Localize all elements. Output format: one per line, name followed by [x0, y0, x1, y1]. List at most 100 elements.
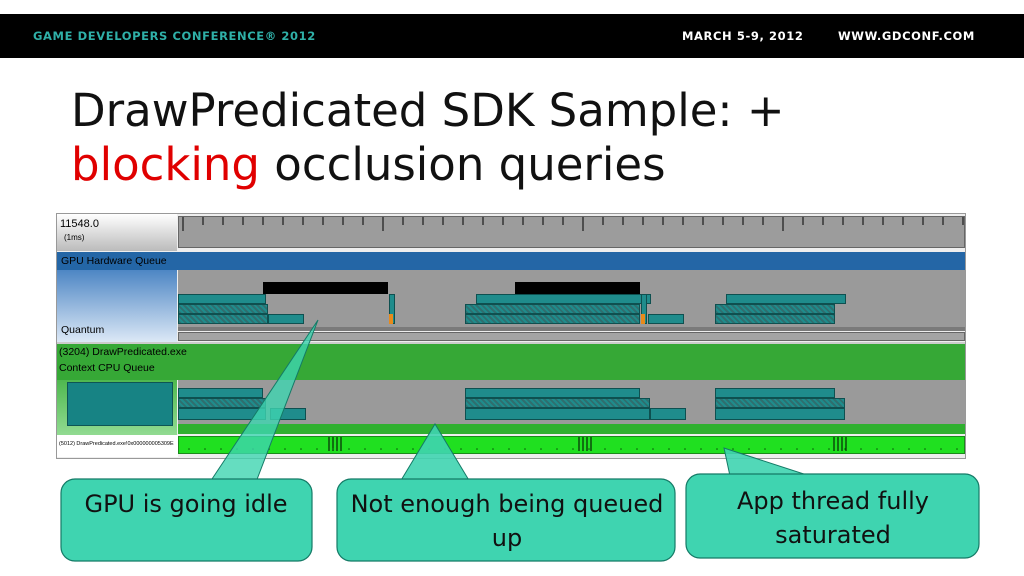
thread-sample-dot — [940, 448, 942, 450]
gpu-black-packet[interactable] — [515, 282, 640, 294]
gpu-packet-hatched[interactable] — [178, 314, 268, 324]
thread-sample-dot — [508, 448, 510, 450]
cpu-packet[interactable] — [465, 388, 640, 398]
thread-sample-dot — [492, 448, 494, 450]
thread-sample-dot — [588, 448, 590, 450]
gpu-packet[interactable] — [476, 294, 651, 304]
context-label: Context CPU Queue — [59, 362, 155, 374]
thread-sample-dot — [844, 448, 846, 450]
thread-sample-dot — [460, 448, 462, 450]
thread-sample-dot — [652, 448, 654, 450]
slide-title: DrawPredicated SDK Sample: + blocking oc… — [71, 84, 971, 192]
thread-sample-dot — [540, 448, 542, 450]
gpu-queue-header: GPU Hardware Queue — [57, 252, 965, 270]
cpu-packet[interactable] — [715, 388, 835, 398]
process-label: (3204) DrawPredicated.exe — [59, 346, 187, 358]
gpu-orange-packet[interactable] — [641, 314, 645, 324]
thread-sample-dot — [524, 448, 526, 450]
thread-label-area: (5012) DrawPredicated.exe!0x000000005309… — [57, 435, 178, 457]
thread-sample-dot — [204, 448, 206, 450]
thread-sample-dot — [332, 448, 334, 450]
thread-sample-dot — [572, 448, 574, 450]
cpu-packet[interactable] — [715, 408, 845, 420]
thread-sample-dot — [604, 448, 606, 450]
thread-sample-dot — [364, 448, 366, 450]
thread-sample-dot — [236, 448, 238, 450]
title-rest: occlusion queries — [260, 138, 666, 191]
cpu-packet-hatched[interactable] — [465, 398, 650, 408]
gpu-packet[interactable] — [178, 294, 266, 304]
gpu-packet-hatched[interactable] — [715, 304, 835, 314]
thread-sample-dot — [700, 448, 702, 450]
gpu-queue-lane[interactable] — [178, 270, 965, 327]
cpu-queue-packet[interactable] — [67, 382, 173, 426]
cpu-packet-tail[interactable] — [270, 408, 306, 420]
thread-sample-dot — [828, 448, 830, 450]
gpu-packet-hatched[interactable] — [178, 304, 268, 314]
callout-thread-text: App thread fully saturated — [736, 487, 929, 549]
cpu-packet[interactable] — [178, 408, 266, 420]
gpu-packet-hatched[interactable] — [715, 314, 835, 324]
quantum-bar — [178, 332, 965, 341]
cpu-packet[interactable] — [465, 408, 650, 420]
ruler-value: 11548.0 — [60, 218, 99, 230]
thread-sample-dot — [748, 448, 750, 450]
conference-dates: MARCH 5-9, 2012 — [682, 29, 804, 43]
thread-sample-dot — [732, 448, 734, 450]
thread-sample-dot — [860, 448, 862, 450]
timeline-ruler[interactable] — [178, 216, 965, 248]
quantum-label: Quantum — [61, 324, 105, 336]
gpu-packet-hatched[interactable] — [465, 304, 640, 314]
process-header: (3204) DrawPredicated.exe Context CPU Qu… — [57, 344, 965, 380]
gpu-queue-lane-base — [178, 327, 965, 331]
thread-sample-dot — [796, 448, 798, 450]
cpu-packet-tail[interactable] — [650, 408, 686, 420]
ruler-unit: (1ms) — [64, 233, 85, 242]
app-thread-bar[interactable] — [178, 436, 965, 454]
gpu-black-packet[interactable] — [263, 282, 388, 294]
thread-sample-dot — [620, 448, 622, 450]
thread-sample-dot — [876, 448, 878, 450]
thread-sample-dot — [476, 448, 478, 450]
thread-sample-dot — [428, 448, 430, 450]
thread-sample-dot — [924, 448, 926, 450]
cpu-queue-lane-base — [178, 424, 965, 434]
thread-sample-dot — [220, 448, 222, 450]
thread-label: (5012) DrawPredicated.exe!0x000000005309… — [59, 441, 174, 447]
thread-sample-dot — [892, 448, 894, 450]
conference-url: WWW.GDCONF.COM — [838, 29, 975, 43]
gpu-packet-hatched[interactable] — [465, 314, 640, 324]
thread-sample-dot — [300, 448, 302, 450]
thread-sample-dot — [684, 448, 686, 450]
thread-sample-dot — [252, 448, 254, 450]
gpu-packet[interactable] — [726, 294, 846, 304]
thread-sample-dot — [316, 448, 318, 450]
gpu-packet-tail[interactable] — [268, 314, 304, 324]
gpu-orange-packet[interactable] — [389, 314, 393, 324]
gpu-lane-label-area: Quantum — [57, 270, 177, 342]
conference-header: GAME DEVELOPERS CONFERENCE® 2012 MARCH 5… — [0, 14, 1024, 58]
title-highlight: blocking — [71, 138, 260, 191]
cpu-packet-hatched[interactable] — [178, 398, 266, 408]
thread-sample-dot — [668, 448, 670, 450]
thread-sample-dot — [268, 448, 270, 450]
callout-queue-text: Not enough being queued up — [350, 490, 664, 552]
thread-sample-dot — [444, 448, 446, 450]
thread-sample-dot — [636, 448, 638, 450]
gpu-queue-label: GPU Hardware Queue — [61, 255, 167, 267]
cpu-packet-hatched[interactable] — [715, 398, 845, 408]
thread-sample-dot — [284, 448, 286, 450]
thread-sample-dot — [908, 448, 910, 450]
gpu-packet-tail[interactable] — [648, 314, 684, 324]
ruler-label-area: 11548.0 (1ms) — [57, 214, 177, 251]
thread-sample-dot — [348, 448, 350, 450]
thread-sample-dot — [556, 448, 558, 450]
conference-name: GAME DEVELOPERS CONFERENCE® 2012 — [33, 29, 316, 43]
thread-sample-dot — [412, 448, 414, 450]
thread-sample-dot — [780, 448, 782, 450]
cpu-packet[interactable] — [178, 388, 263, 398]
thread-sample-dot — [956, 448, 958, 450]
thread-sample-dot — [764, 448, 766, 450]
title-line-1: DrawPredicated SDK Sample: + — [71, 84, 785, 137]
